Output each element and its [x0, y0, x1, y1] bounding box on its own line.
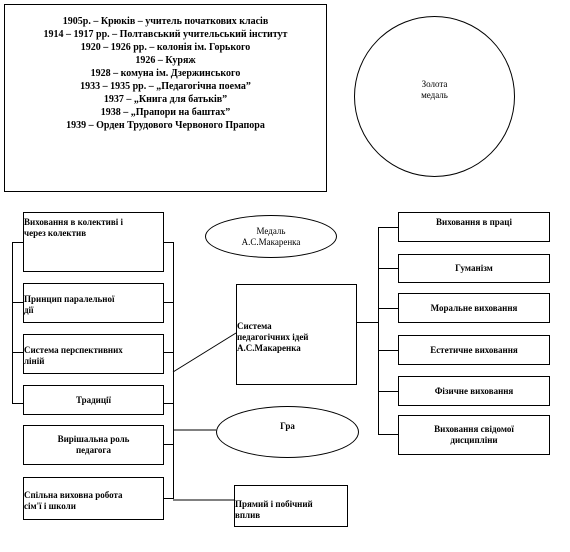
box-line: ліній	[24, 356, 45, 366]
right-box-discipline: Виховання свідомої дисципліни	[398, 415, 550, 455]
box-line: через колектив	[24, 228, 87, 238]
medal-circle-line: медаль	[421, 90, 448, 100]
box-line: сім'ї і школи	[24, 500, 76, 511]
left-tick-2	[12, 302, 23, 303]
box-line: Естетичне виховання	[430, 344, 518, 355]
box-line: Фізичне виховання	[434, 385, 514, 396]
left-trunk-tick-3	[164, 352, 174, 353]
left-box-traditions: Традиції	[23, 385, 164, 415]
center-line: Система	[237, 321, 272, 331]
left-trunk-line	[173, 242, 174, 499]
bio-line: 1926 – Куряж	[135, 55, 196, 66]
gold-medal-circle: Золота медаль	[354, 16, 515, 177]
left-box-family-school: Спільна виховна робота сім'ї і школи	[23, 477, 164, 520]
right-box-labor: Виховання в праці	[398, 212, 550, 242]
left-trunk-tick-2	[164, 302, 174, 303]
bio-line: 1905р. – Крюків – учитель початкових кла…	[62, 16, 269, 27]
box-line: Вирішальна роль	[57, 434, 130, 444]
game-label: Гра	[280, 421, 295, 431]
center-to-left-trunk-line	[172, 332, 237, 373]
left-spine-line	[12, 242, 13, 404]
right-tick-6	[378, 434, 398, 435]
left-trunk-tick-6	[164, 498, 174, 499]
box-line: дисципліни	[450, 435, 498, 445]
bottom-line: вплив	[235, 510, 261, 520]
medal-ellipse-line: А.С.Макаренка	[241, 236, 301, 247]
left-box-collective: Виховання в колективі і через колектив	[23, 212, 164, 272]
box-line: педагога	[75, 445, 112, 455]
bio-line: 1938 – „Прапори на баштах”	[100, 107, 231, 118]
right-tick-3	[378, 308, 398, 309]
medal-ellipse-line: Медаль	[256, 225, 286, 236]
bottom-line: Прямий і побічний	[235, 499, 313, 509]
right-box-aesthetic: Естетичне виховання	[398, 335, 550, 365]
left-tick-3	[12, 352, 23, 353]
right-spine-line	[378, 227, 379, 435]
box-line: Система перспективних	[24, 345, 123, 355]
makarenko-medal-ellipse: Медаль А.С.Макаренка	[205, 215, 337, 258]
box-line: Виховання свідомої	[434, 424, 514, 434]
medal-circle-line: Золота	[421, 79, 448, 89]
box-line: дії	[24, 305, 34, 315]
left-box-parallel-action: Принцип паралельної дії	[23, 283, 164, 323]
game-ellipse: Гра	[216, 406, 359, 458]
box-line: Спільна виховна робота	[24, 489, 123, 500]
box-line: Принцип паралельної	[24, 294, 115, 304]
box-line: Виховання в праці	[436, 217, 512, 227]
center-right-connector	[357, 322, 378, 323]
right-tick-5	[378, 391, 398, 392]
center-line: педагогічних ідей	[237, 332, 309, 342]
right-tick-4	[378, 350, 398, 351]
bio-line: 1937 – „Книга для батьків”	[103, 94, 228, 105]
right-tick-2	[378, 268, 398, 269]
right-box-humanism: Гуманізм	[398, 254, 550, 283]
right-box-physical: Фізичне виховання	[398, 376, 550, 406]
box-line: Моральне виховання	[430, 302, 518, 313]
left-tick-4	[12, 403, 23, 404]
left-trunk-tick-4	[164, 403, 174, 404]
center-system-box: Система педагогічних ідей А.С.Макаренка	[236, 284, 357, 385]
bio-line: 1933 – 1935 рр. – „Педагогічна поема”	[80, 81, 251, 92]
left-trunk-tick-5	[164, 444, 174, 445]
center-line: А.С.Макаренка	[237, 343, 301, 353]
right-box-moral: Моральне виховання	[398, 293, 550, 323]
left-trunk-tick-1	[164, 242, 174, 243]
right-tick-1	[378, 227, 398, 228]
left-box-perspective-lines: Система перспективних ліній	[23, 334, 164, 374]
box-line: Виховання в колективі і	[24, 217, 123, 227]
box-line: Гуманізм	[455, 263, 493, 273]
left-box-teacher-role: Вирішальна роль педагога	[23, 425, 164, 465]
bio-line: 1928 – комуна ім. Дзержинського	[90, 68, 241, 79]
bio-line: 1939 – Орден Трудового Червоного Прапора	[66, 120, 265, 131]
bottom-influence-box: Прямий і побічний вплив	[234, 485, 348, 527]
bio-line: 1914 – 1917 рр. – Полтавський учительськ…	[43, 29, 288, 40]
biography-timeline-box: 1905р. – Крюків – учитель початкових кла…	[4, 4, 327, 192]
bio-line: 1920 – 1926 рр. – колонія ім. Горького	[80, 42, 251, 53]
left-tick-1	[12, 242, 23, 243]
box-line: Традиції	[75, 394, 112, 405]
